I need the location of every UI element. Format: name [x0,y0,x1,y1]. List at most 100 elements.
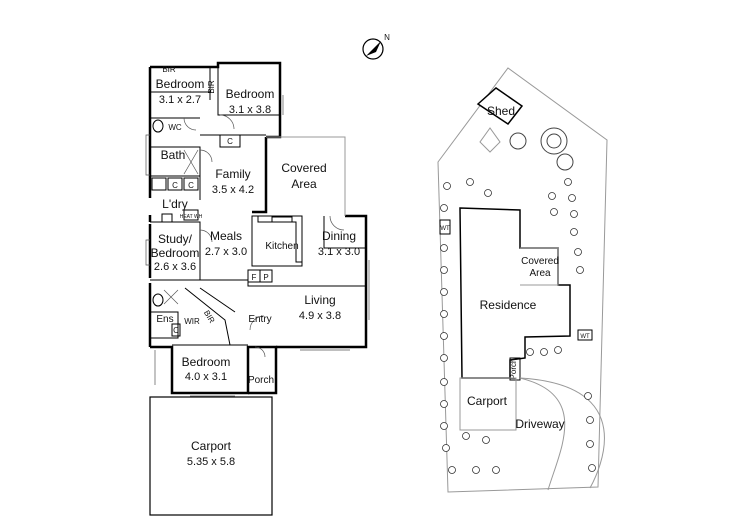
kitchen-sink [271,216,293,223]
living-label: Living [304,293,335,307]
carport-label: Carport [191,439,232,453]
bath-cupboard [167,177,183,191]
heat-wh-label: HEAT WH [180,214,203,220]
ensuite-label: Ens [156,314,173,325]
covered-area-label-1: Covered [281,161,326,175]
ensuite-cupboard [171,323,181,337]
wall-bath [150,146,201,200]
shrub-icon [440,310,448,318]
site-plan: Shed Residence Covered Area Porch Carpor… [437,67,608,493]
shrub-icon [440,288,448,296]
wall-wir [184,287,236,346]
shrub-icon [442,444,450,452]
c-bath-2-label: C [188,181,194,190]
residence-outline [459,207,571,379]
shrub-icon [548,192,556,200]
window [145,134,150,176]
site-porch-label: Porch [509,359,518,380]
site-carport-outline [459,377,517,431]
residence-label: Residence [480,298,537,312]
bir-top-label: BIR [162,65,176,74]
carport-outline [149,396,273,516]
shed-outline [476,87,524,126]
porch-label: Porch [248,375,274,386]
wall-ensuite [150,311,179,339]
shrub-icon [484,189,492,197]
shrub-icon [554,346,562,354]
site-boundary [437,67,608,493]
compass-north-label: N [384,33,390,42]
shrub-icon [462,432,470,440]
shrub-icon [576,266,584,274]
bedroom-1-label: Bedroom [156,77,205,91]
site-covered-area-label-2: Area [529,268,551,279]
shrub-icon [570,228,578,236]
shrub-icon [584,392,592,400]
pantry-space [259,269,273,283]
shower-icon [183,149,199,175]
dining-dims: 3.1 x 3.0 [318,246,360,258]
family-dims: 3.5 x 4.2 [212,184,254,196]
shrub-icon [440,422,448,430]
shed-apron [479,127,501,153]
shrub-icon [440,400,448,408]
site-covered-area-label-1: Covered [521,256,559,267]
wall-east [276,214,368,349]
tree-icon [509,132,527,150]
shrub-icon [440,266,448,274]
c-bath-1-label: C [172,181,178,190]
laundry-label: L'dry [162,197,188,211]
shrub-icon [588,464,596,472]
kitchen-outline [251,215,303,267]
bedroom-2-label: Bedroom [226,87,275,101]
site-porch-outline [509,357,521,381]
water-tank-2-label: WT [580,334,590,340]
shrub-icon [443,182,451,190]
covered-area-label-2: Area [291,177,317,191]
kitchen-label: Kitchen [265,241,298,252]
shrub-row-east [526,178,596,472]
door-swing [329,215,345,231]
meals-dims: 2.7 x 3.0 [205,246,247,258]
window [145,239,150,266]
shrub-icon [440,332,448,340]
wall-bed2 [217,67,280,116]
toilet-icon [152,119,164,133]
study-label-1: Study/ [158,232,193,246]
water-tank-1-outline [439,219,451,235]
shrub-icon [440,204,448,212]
wall-bedroom3 [150,345,250,395]
door-swing [183,117,197,131]
family-label: Family [215,167,250,181]
driveway-curve-2 [519,377,605,489]
heat-wh-unit [183,209,199,221]
shrub-icon [440,354,448,362]
shrub-icon [586,440,594,448]
kitchen-bench [257,216,302,263]
door-swing [199,229,213,243]
study-label-2: Bedroom [151,246,200,260]
north-compass: N [362,33,390,60]
wir-label: WIR [184,317,200,326]
floor-plan: Bedroom 3.1 x 2.7 Bedroom 3.1 x 3.8 Bath… [145,61,370,516]
water-tank-1-label: WT [440,226,450,232]
shrub-icon [466,178,474,186]
shrub-row-west [440,178,500,474]
dining-label: Dining [322,229,356,243]
bedroom-3-dims: 4.0 x 3.1 [185,371,227,383]
pantry-label: P [263,273,268,282]
tree-icon [546,133,562,149]
driveway-label: Driveway [515,417,564,431]
c-linen-label: C [227,137,233,146]
bath-cupboard [183,177,199,191]
driveway-curve-1 [519,377,566,491]
site-covered-area-outline [520,247,559,286]
shrub-icon [586,416,594,424]
shrub-icon [448,466,456,474]
shrub-icon [574,248,582,256]
carport-dims: 5.35 x 5.8 [187,456,235,468]
wall-family-east [252,137,268,214]
shrub-icon [440,244,448,252]
shrub-icon [472,466,480,474]
